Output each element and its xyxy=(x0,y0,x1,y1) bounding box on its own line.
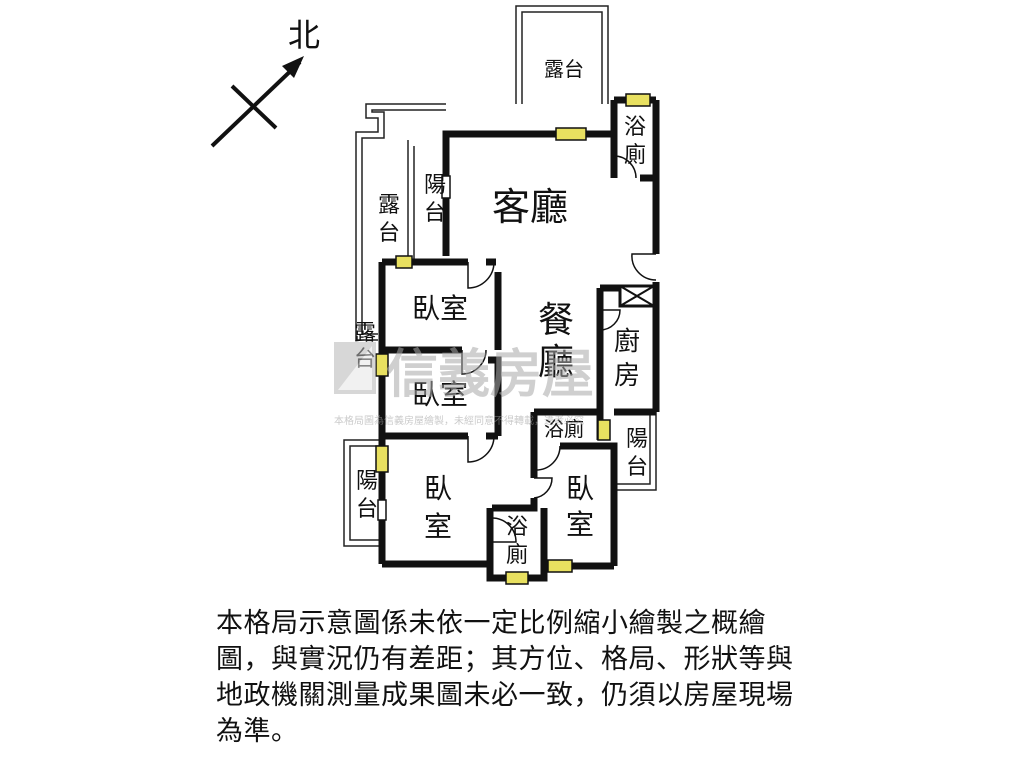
bedroom-1-label: 臥室 xyxy=(412,292,468,325)
dining-room-label-2: 廳 xyxy=(538,342,574,383)
north-arrow-icon xyxy=(210,60,302,148)
compass: 北 xyxy=(210,16,320,148)
balcony-upper-label-1: 陽 xyxy=(424,173,446,198)
arrow-head-icon xyxy=(282,56,304,78)
room-labels: 露台 浴 廁 陽 台 露 台 客廳 臥室 餐 廳 廚 房 露 台 臥室 浴廁 陽… xyxy=(354,57,648,568)
logo-icon xyxy=(334,342,376,394)
watermark-note: 本格局圖為信義房屋繪製，未經同意不得轉載，違者必究 xyxy=(334,414,584,427)
kitchen-label-2: 房 xyxy=(614,361,640,391)
kitchen-utility-box xyxy=(618,284,656,308)
terrace-left-upper-label-2: 台 xyxy=(378,221,400,246)
terrace-top-label: 露台 xyxy=(544,57,584,81)
balcony-upper-label-2: 台 xyxy=(424,201,446,226)
bedroom-3-label-2: 室 xyxy=(424,510,452,543)
balcony-left-lower-label-1: 陽 xyxy=(356,469,378,494)
dining-room-label-1: 餐 xyxy=(538,300,574,341)
terrace-left-upper-label-1: 露 xyxy=(378,193,400,218)
compass-cross-icon xyxy=(230,84,278,130)
openings xyxy=(377,175,451,521)
terrace-left-mid-label-1: 露 xyxy=(354,321,376,346)
bedroom-4-label-1: 臥 xyxy=(566,472,594,505)
doors xyxy=(461,155,657,543)
bedroom-2-label: 臥室 xyxy=(412,378,468,411)
disclaimer-text: 本格局示意圖係未依一定比例縮小繪製之概繪圖，與實況仍有差距；其方位、格局、形狀等… xyxy=(216,608,794,747)
bath-top-label-2: 廁 xyxy=(624,143,646,168)
balcony-right-label-2: 台 xyxy=(626,455,648,480)
windows xyxy=(375,93,651,585)
bath-bottom-label-2: 廁 xyxy=(506,543,528,568)
living-room-label: 客廳 xyxy=(492,185,568,229)
kitchen-label-1: 廚 xyxy=(614,327,640,357)
bath-top-label-1: 浴 xyxy=(624,115,646,140)
bath-bottom-label-1: 浴 xyxy=(506,515,528,540)
terrace-outlines xyxy=(343,5,657,547)
north-label: 北 xyxy=(288,16,320,54)
bedroom-3-label-1: 臥 xyxy=(424,472,452,505)
bath-mid-label: 浴廁 xyxy=(544,417,584,441)
balcony-left-lower-label-2: 台 xyxy=(356,497,378,522)
bedroom-4-label-2: 室 xyxy=(566,508,594,541)
floor-plan: 北 xyxy=(210,5,660,585)
watermark: 信義房屋 本格局圖為信義房屋繪製，未經同意不得轉載，違者必究 xyxy=(334,342,594,427)
watermark-brand: 信義房屋 xyxy=(386,345,594,405)
balcony-right-label-1: 陽 xyxy=(626,427,648,452)
